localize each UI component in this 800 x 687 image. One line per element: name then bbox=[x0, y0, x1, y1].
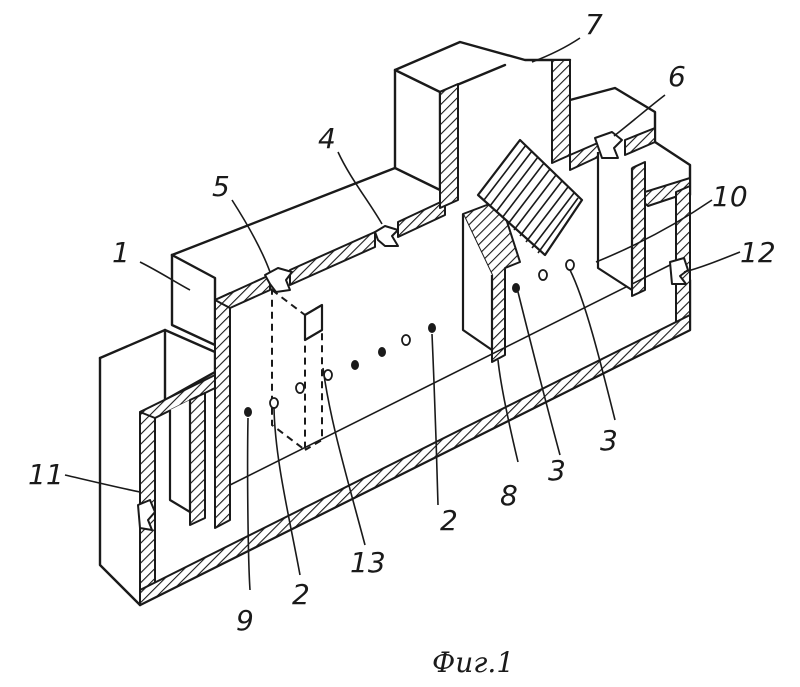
leader-lines bbox=[64, 37, 741, 591]
housing-outline bbox=[98, 40, 692, 607]
label-7: 7 bbox=[585, 8, 603, 41]
label-13: 13 bbox=[350, 546, 386, 579]
nozzle-6 bbox=[594, 131, 623, 159]
nozzle-11 bbox=[137, 499, 156, 531]
section-walls bbox=[139, 59, 691, 606]
label-2b: 2 bbox=[440, 504, 458, 537]
label-11: 11 bbox=[28, 458, 64, 491]
label-4: 4 bbox=[318, 122, 336, 155]
label-9: 9 bbox=[236, 604, 254, 637]
nozzle-12 bbox=[669, 257, 689, 285]
holes bbox=[244, 259, 575, 417]
label-5: 5 bbox=[212, 170, 230, 203]
reference-numbers: 1 5 4 7 6 10 12 11 9 2 13 2 8 8 8 3 3 bbox=[28, 8, 776, 637]
label-1: 1 bbox=[112, 236, 130, 269]
nozzle-4 bbox=[374, 225, 399, 247]
internal-faces bbox=[168, 152, 677, 514]
nozzle-5 bbox=[264, 267, 293, 293]
figure-caption: Фиг.1 bbox=[432, 646, 514, 679]
label-2a: 2 bbox=[292, 578, 310, 611]
label-3b: 3 bbox=[600, 424, 618, 457]
louvre-block bbox=[476, 138, 584, 257]
label-12: 12 bbox=[740, 236, 776, 269]
nozzles bbox=[137, 131, 689, 531]
label-6: 6 bbox=[668, 60, 686, 93]
label-3a: 3 bbox=[548, 454, 566, 487]
label-10: 10 bbox=[712, 180, 748, 213]
label-8-shown: 8 bbox=[500, 479, 518, 512]
